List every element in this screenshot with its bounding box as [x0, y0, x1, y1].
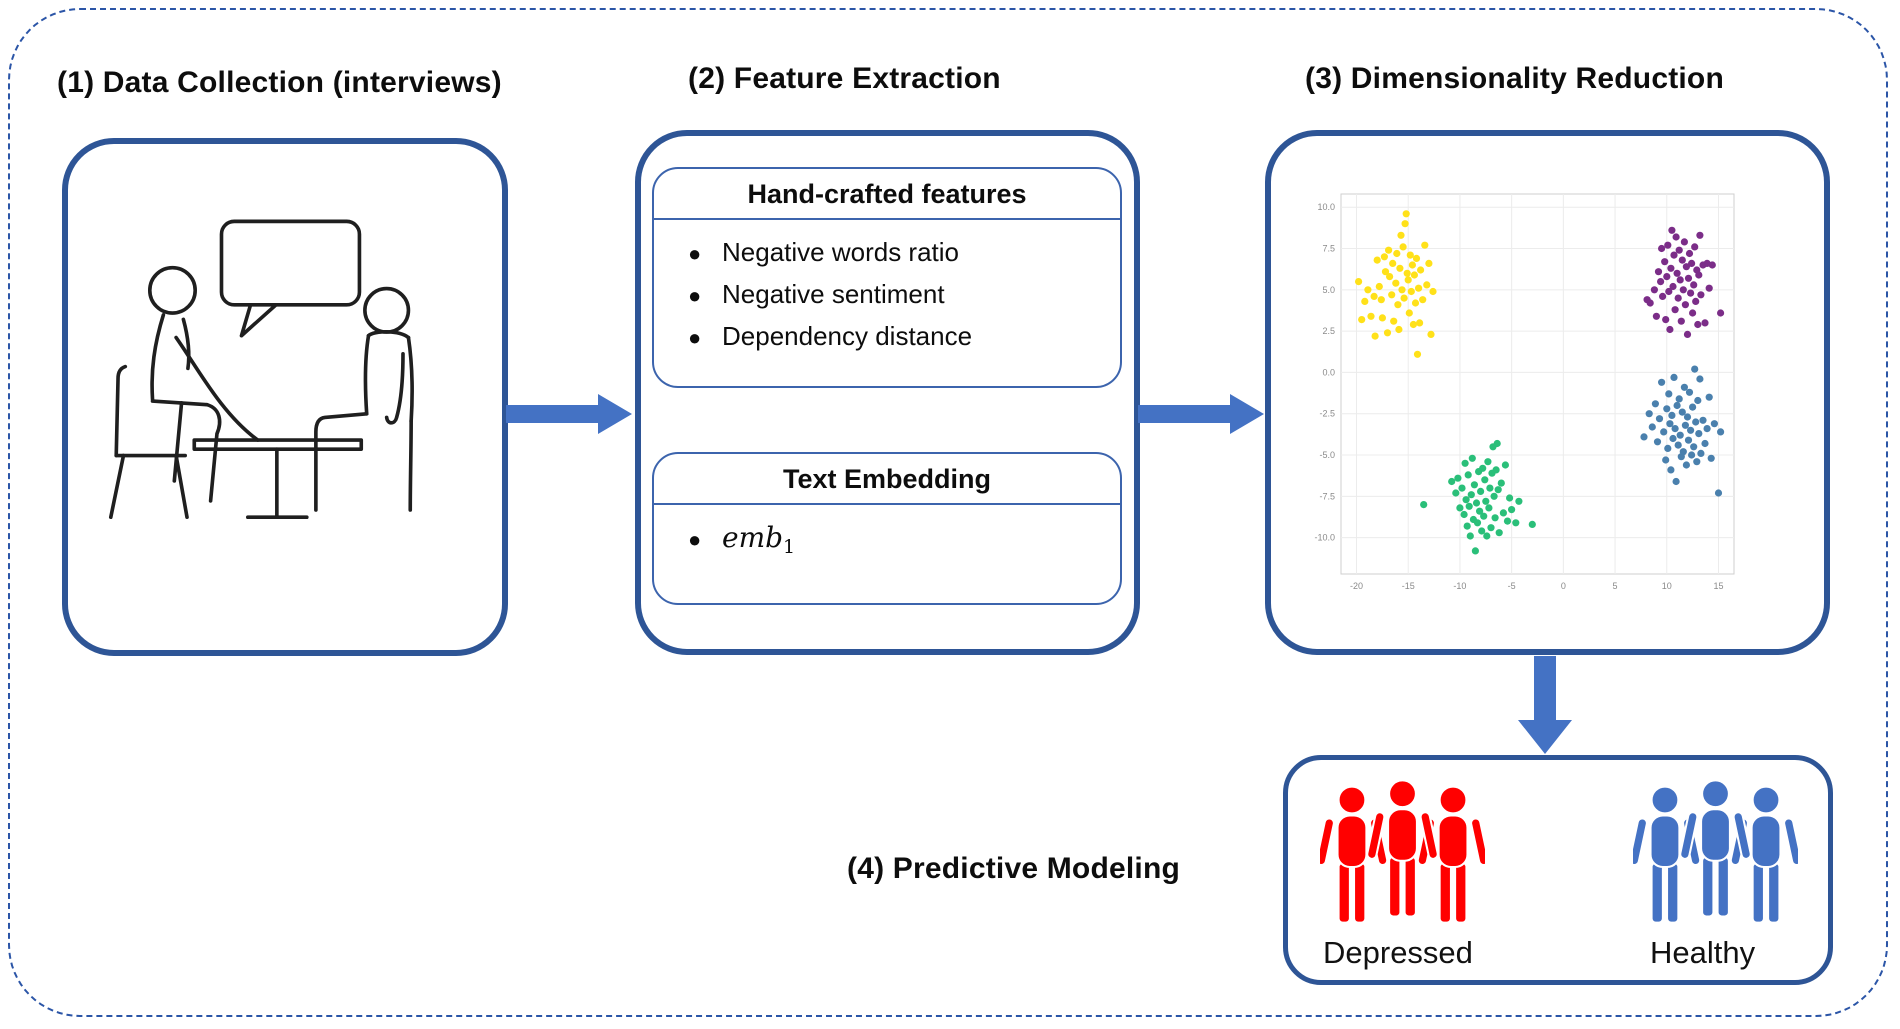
svg-text:-10: -10 — [1453, 581, 1466, 591]
depressed-people-icon — [1320, 779, 1485, 924]
svg-text:10.0: 10.0 — [1317, 202, 1335, 212]
handcrafted-features-header: Hand-crafted features — [654, 169, 1120, 220]
list-item: ● Negative words ratio — [688, 232, 1110, 274]
feature-item-label: Negative sentiment — [722, 279, 945, 309]
embedding-item-label: emb1 — [722, 521, 796, 558]
arrow-right-icon — [1138, 394, 1264, 434]
svg-text:7.5: 7.5 — [1322, 244, 1335, 254]
svg-text:-5.0: -5.0 — [1319, 450, 1335, 460]
depressed-label: Depressed — [1323, 935, 1473, 970]
text-embedding-list: ● emb1 — [654, 505, 1120, 568]
bullet-icon: ● — [688, 283, 702, 308]
outer-dashed-border — [8, 8, 1888, 1017]
step4-title: (4) Predictive Modeling — [847, 852, 1180, 885]
svg-text:0: 0 — [1561, 581, 1566, 591]
svg-text:0.0: 0.0 — [1322, 367, 1335, 377]
feature-item-label: Dependency distance — [722, 321, 973, 351]
svg-text:-2.5: -2.5 — [1319, 409, 1335, 419]
text-embedding-box: Text Embedding ● emb1 — [652, 452, 1122, 605]
healthy-label: Healthy — [1650, 935, 1756, 970]
svg-text:2.5: 2.5 — [1322, 326, 1335, 336]
step2-title: (2) Feature Extraction — [688, 62, 1001, 95]
predictive-modeling-box: Depressed Healthy — [1283, 755, 1833, 985]
list-item: ● Dependency distance — [688, 316, 1110, 358]
bullet-icon: ● — [688, 241, 702, 266]
bullet-icon: ● — [688, 325, 702, 350]
handcrafted-features-box: Hand-crafted features ● Negative words r… — [652, 167, 1122, 388]
data-collection-box — [62, 138, 508, 656]
svg-text:-10.0: -10.0 — [1314, 533, 1335, 543]
svg-text:15: 15 — [1713, 581, 1723, 591]
list-item: ● emb1 — [688, 517, 1110, 568]
interview-icon — [108, 219, 414, 520]
dimensionality-reduction-box: -20 -15 -10 -5 0 5 10 15 10.0 7.5 5.0 2.5 0.0 -2.5 -5.… — [1265, 130, 1830, 655]
svg-text:5: 5 — [1613, 581, 1618, 591]
step1-title: (1) Data Collection (interviews) — [57, 66, 502, 99]
cluster-scatter-plot: -20 -15 -10 -5 0 5 10 15 10.0 7.5 5.0 2.5 0.0 -2.5 -5.… — [1314, 193, 1735, 591]
bullet-icon: ● — [688, 527, 702, 552]
svg-text:5.0: 5.0 — [1322, 285, 1335, 295]
svg-text:10: 10 — [1662, 581, 1672, 591]
svg-text:-7.5: -7.5 — [1319, 491, 1335, 501]
handcrafted-features-list: ● Negative words ratio ● Negative sentim… — [654, 220, 1120, 358]
svg-text:-5: -5 — [1508, 581, 1516, 591]
text-embedding-header: Text Embedding — [654, 454, 1120, 505]
arrow-right-icon — [506, 394, 632, 434]
step3-title: (3) Dimensionality Reduction — [1305, 62, 1724, 95]
list-item: ● Negative sentiment — [688, 274, 1110, 316]
svg-text:-20: -20 — [1350, 581, 1363, 591]
svg-text:-15: -15 — [1402, 581, 1415, 591]
healthy-people-icon — [1633, 779, 1798, 924]
arrow-down-icon — [1518, 656, 1572, 754]
feature-item-label: Negative words ratio — [722, 237, 959, 267]
